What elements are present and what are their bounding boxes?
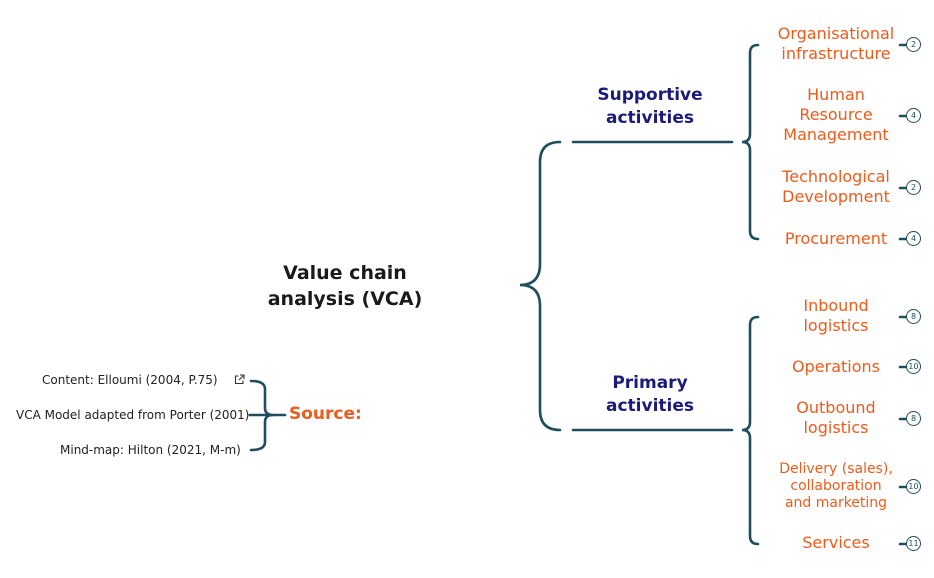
source-item-content[interactable]: Content: Elloumi (2004, P.75) bbox=[42, 373, 218, 387]
collapsed-count-badge[interactable]: 8 bbox=[906, 309, 921, 324]
collapsed-count-badge[interactable]: 10 bbox=[906, 479, 921, 494]
collapsed-count-badge[interactable]: 4 bbox=[906, 108, 921, 123]
supportive-bracket bbox=[741, 43, 760, 241]
external-link-icon[interactable] bbox=[234, 374, 245, 385]
root-bracket bbox=[519, 140, 562, 432]
primary-bracket bbox=[741, 315, 760, 546]
source-item-mind-map[interactable]: Mind-map: Hilton (2021, M-m) bbox=[60, 443, 241, 457]
leaf-organisational-infrastructure[interactable]: Organisational infrastructure bbox=[777, 24, 895, 63]
leaf-delivery-collaboration-marketing[interactable]: Delivery (sales), collaboration and mark… bbox=[779, 461, 893, 511]
collapsed-count-badge[interactable]: 2 bbox=[906, 37, 921, 52]
collapsed-count-badge[interactable]: 2 bbox=[906, 180, 921, 195]
collapsed-count-badge[interactable]: 11 bbox=[906, 536, 921, 551]
leaf-services[interactable]: Services bbox=[802, 533, 870, 552]
leaf-procurement[interactable]: Procurement bbox=[784, 229, 888, 248]
source-item-model[interactable]: VCA Model adapted from Porter (2001) bbox=[16, 408, 250, 422]
leaf-operations[interactable]: Operations bbox=[792, 357, 880, 376]
branch-supportive-activities[interactable]: Supportive activities bbox=[597, 85, 703, 128]
leaf-human-resource-management[interactable]: Human Resource Management bbox=[783, 85, 889, 144]
leaf-inbound-logistics[interactable]: Inbound logistics bbox=[803, 296, 869, 335]
leaf-technological-development[interactable]: Technological Development bbox=[782, 167, 890, 206]
root-node[interactable]: Value chain analysis (VCA) bbox=[267, 262, 423, 310]
leaf-outbound-logistics[interactable]: Outbound logistics bbox=[796, 398, 876, 437]
collapsed-count-badge[interactable]: 10 bbox=[906, 359, 921, 374]
collapsed-count-badge[interactable]: 4 bbox=[906, 231, 921, 246]
collapsed-count-badge[interactable]: 8 bbox=[906, 411, 921, 426]
branch-primary-activities[interactable]: Primary activities bbox=[605, 373, 694, 416]
source-title[interactable]: Source: bbox=[289, 404, 362, 424]
